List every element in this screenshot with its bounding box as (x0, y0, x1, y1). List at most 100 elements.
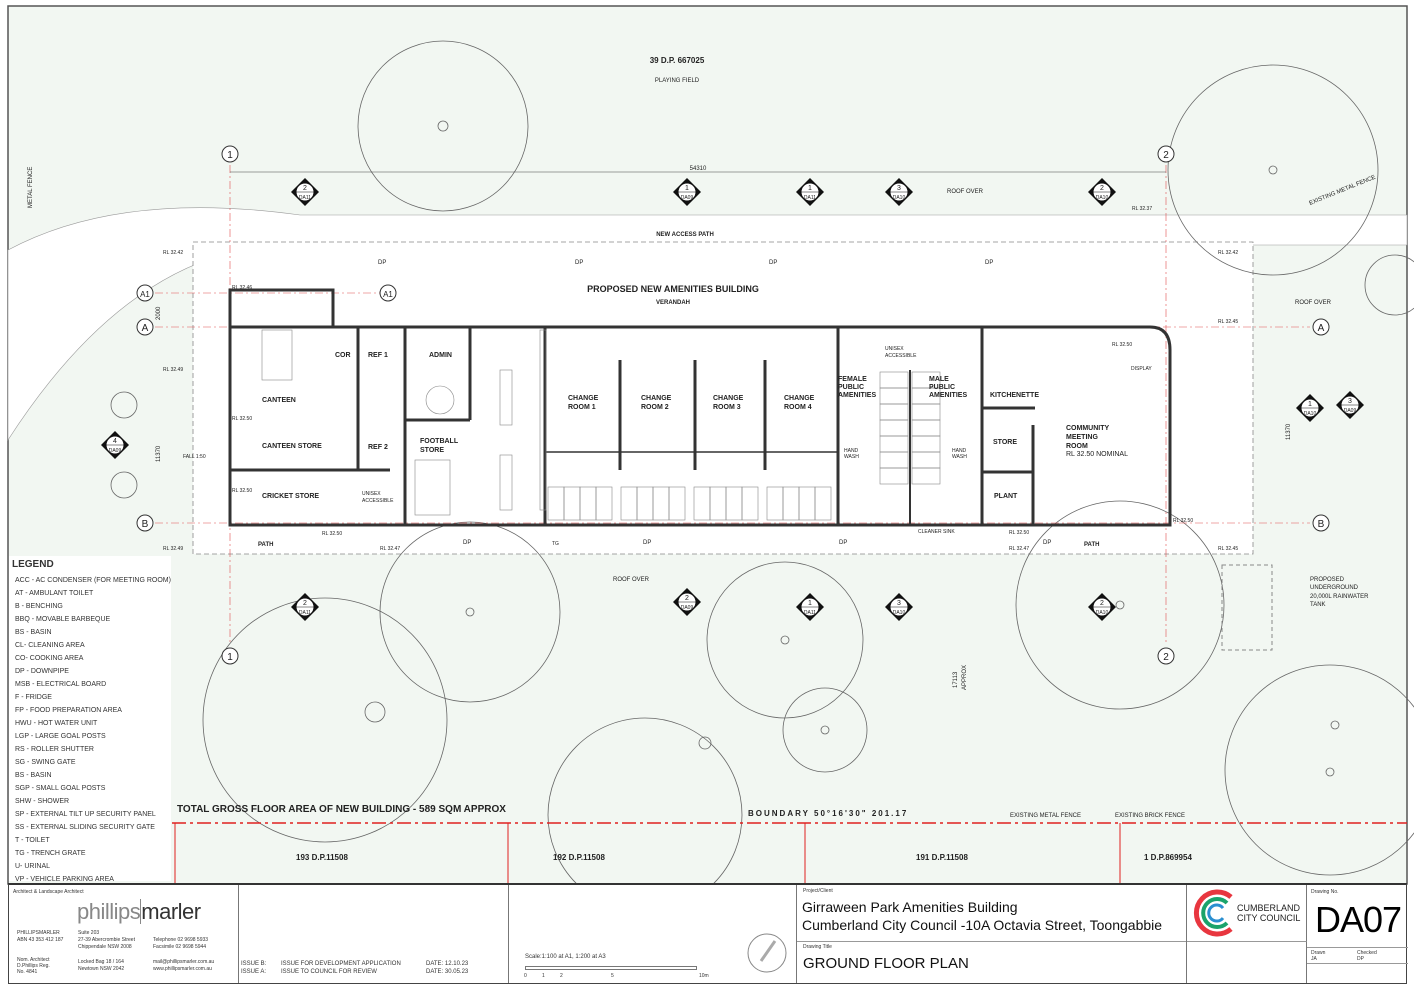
section-sheet-ref: DA09 (109, 448, 122, 454)
scale-tick: 5 (611, 973, 614, 979)
lot-labels: 193 D.P.11508 192 D.P.11508 191 D.P.1150… (296, 853, 1192, 862)
room-plant: PLANT (994, 493, 1018, 500)
room-change-2: CHANGE (641, 395, 672, 402)
legend-item: CL- CLEANING AREA (15, 642, 85, 649)
room-cor: COR (335, 352, 351, 359)
address-line: 27-39 Abercrombie Street (78, 937, 135, 943)
firm-abn: ABN 43 353 412 187 (17, 937, 64, 943)
level: RL 32.50 (1112, 342, 1132, 348)
issue-id: ISSUE B: (241, 961, 267, 967)
playing-field-label: PLAYING FIELD (655, 78, 700, 84)
hand-wash: HAND (952, 448, 967, 454)
room-change-4: ROOM 4 (784, 404, 812, 411)
email-link[interactable]: mail@phillipsmarler.com.au (153, 959, 215, 965)
legend-item: SGP - SMALL GOAL POSTS (15, 785, 106, 792)
building-walls (228, 288, 1172, 527)
level: RL 32.42 (1218, 250, 1238, 256)
legend-item: TG - TRENCH GRATE (15, 850, 86, 857)
project-label: Project/Client (803, 888, 833, 894)
section-number: 3 (897, 185, 901, 192)
legend-title: LEGEND (12, 559, 54, 570)
tree (1167, 64, 1379, 276)
tree (357, 40, 529, 212)
drawing-no-label: Drawing No. (1311, 889, 1339, 895)
tank-line: 20,000L RAINWATER (1310, 594, 1369, 600)
issue-date: DATE: 12.10.23 (426, 961, 469, 967)
verandah-label: VERANDAH (656, 300, 690, 306)
section-number: 4 (113, 438, 117, 445)
website-link[interactable]: www.phillipsmarler.com.au (153, 966, 212, 972)
level: RL 32.50 (1173, 518, 1193, 524)
legend-item: SG - SWING GATE (15, 759, 76, 766)
grid-b: B (142, 519, 149, 530)
section-sheet-ref: DA10 (893, 610, 906, 616)
grid-a: A (142, 323, 149, 334)
tree (202, 597, 448, 843)
legend-item: HWU - HOT WATER UNIT (15, 720, 98, 727)
grid-2-bottom: 2 (1163, 652, 1169, 663)
legend-item: U- URINAL (15, 863, 51, 870)
dp: DP (769, 260, 777, 266)
section-sheet-ref: DA11 (299, 195, 311, 201)
level: RL 32.45 (1218, 319, 1238, 325)
legend-item: F - FRIDGE (15, 694, 52, 701)
tank-line: PROPOSED (1310, 577, 1345, 583)
section-number: 1 (808, 185, 812, 192)
room-ref-1: REF 1 (368, 352, 388, 359)
room-store: STORE (993, 439, 1017, 446)
dp: DP (378, 260, 386, 266)
room-male: PUBLIC (929, 384, 955, 391)
firm-name: PHILLIPSMARLER (17, 930, 60, 936)
lot-top: 39 D.P. 667025 (650, 56, 705, 65)
scale-bar (525, 966, 697, 970)
room-community-level: RL 32.50 NOMINAL (1066, 451, 1128, 458)
legend-item: BBQ - MOVABLE BARBEQUE (15, 616, 111, 623)
roof-over-label-bottom: ROOF OVER (613, 577, 650, 583)
section-sheet-ref: DA11 (804, 195, 816, 201)
council-name: CITY COUNCIL (1237, 913, 1301, 923)
building-title: PROPOSED NEW AMENITIES BUILDING (587, 284, 759, 294)
legend-item: BS - BASIN (15, 629, 52, 636)
scale-tick: 0 (524, 973, 527, 979)
logo-part-a: phillips (77, 899, 141, 924)
room-kitchenette: KITCHENETTE (990, 392, 1039, 399)
verandah-outline (192, 241, 1254, 555)
postal: Locked Bag 18 / 164 (78, 959, 124, 965)
room-unisex: UNISEX (362, 491, 381, 497)
room-community: COMMUNITY (1066, 425, 1109, 432)
dp: DP (839, 540, 847, 546)
fax: Facsimile 02 9698 5944 (153, 944, 207, 950)
room-female: PUBLIC (838, 384, 864, 391)
grid-1: 1 (227, 150, 233, 161)
legend-item: FP - FOOD PREPARATION AREA (15, 707, 122, 714)
nominated: No. 4841 (17, 969, 38, 975)
architect-cell: Architect & Landscape Architect phillips… (9, 885, 239, 983)
issues-cell: ISSUE B:ISSUE FOR DEVELOPMENT APPLICATIO… (239, 885, 509, 983)
architect-label: Architect & Landscape Architect (13, 889, 84, 895)
section-sheet-ref: DA11 (804, 610, 816, 616)
section-sheet-ref: DA09 (1344, 408, 1357, 414)
section-number: 1 (1308, 401, 1312, 408)
dp: DP (985, 260, 993, 266)
fixtures (261, 329, 941, 521)
room-community: ROOM (1066, 443, 1088, 450)
council-name: CUMBERLAND (1237, 903, 1301, 913)
legend-item: DP - DOWNPIPE (15, 668, 69, 675)
legend-item: SS - EXTERNAL SLIDING SECURITY GATE (15, 824, 155, 831)
